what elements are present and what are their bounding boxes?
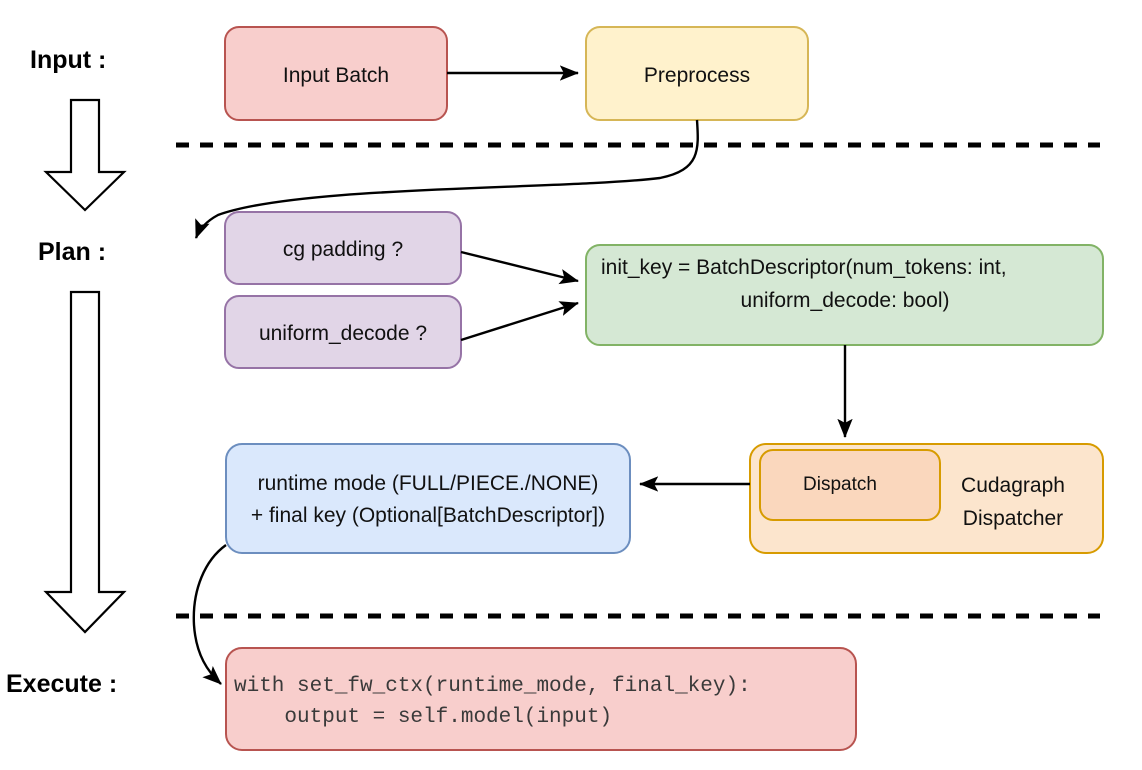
preprocess-label: Preprocess <box>644 64 750 87</box>
input-batch-label: Input Batch <box>283 64 389 87</box>
runtime-mode-line2: + final key (Optional[BatchDescriptor]) <box>251 504 605 527</box>
dispatch-label: Dispatch <box>803 474 877 495</box>
runtime-mode-to-execute-code-arrow <box>192 544 227 685</box>
runtime-mode-box <box>225 443 631 554</box>
init-key-line2: uniform_decode: bool) <box>741 289 950 312</box>
node-cg-padding[interactable]: cg padding ? <box>224 211 462 285</box>
plan-to-execute-block-arrow <box>43 290 127 634</box>
cg-padding-to-init-key-arrow <box>460 250 579 285</box>
node-execute-code[interactable]: with set_fw_ctx(runtime_mode, final_key)… <box>225 647 857 751</box>
execute-code-line1: with set_fw_ctx(runtime_mode, final_key)… <box>234 675 751 698</box>
node-runtime-mode[interactable]: runtime mode (FULL/PIECE./NONE) + final … <box>225 443 631 554</box>
cg-padding-box <box>224 211 462 285</box>
stage-label-input: Input : <box>30 46 106 74</box>
stage-label-plan: Plan : <box>38 238 106 266</box>
uniform-decode-label: uniform_decode ? <box>259 322 427 345</box>
preprocess-to-cg-padding-arrow <box>194 119 699 239</box>
dispatch-box <box>759 449 941 521</box>
stage-label-execute: Execute : <box>6 670 117 698</box>
runtime-mode-line1: runtime mode (FULL/PIECE./NONE) <box>258 472 599 495</box>
input-to-plan-block-arrow <box>43 98 127 212</box>
node-uniform-decode[interactable]: uniform_decode ? <box>224 295 462 369</box>
cg-padding-label: cg padding ? <box>283 238 403 261</box>
cudagraph-dispatcher-label-line2: Dispatcher <box>963 507 1063 530</box>
uniform-decode-box <box>224 295 462 369</box>
node-dispatch[interactable]: Dispatch <box>759 449 941 521</box>
uniform-decode-to-init-key-arrow <box>460 301 579 342</box>
execute-code-box <box>225 647 857 751</box>
init-key-line1: init_key = BatchDescriptor(num_tokens: i… <box>601 256 1007 279</box>
node-preprocess[interactable]: Preprocess <box>585 26 809 121</box>
execute-code-line2: output = self.model(input) <box>234 706 612 729</box>
node-init-key[interactable]: init_key = BatchDescriptor(num_tokens: i… <box>585 244 1104 346</box>
node-input-batch[interactable]: Input Batch <box>224 26 448 121</box>
cudagraph-dispatcher-label-line1: Cudagraph <box>961 474 1065 497</box>
